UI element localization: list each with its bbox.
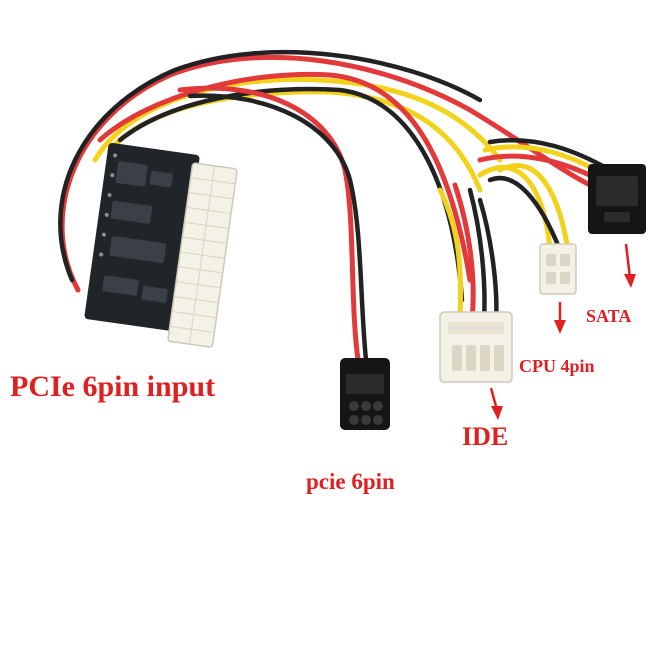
sata-connector xyxy=(588,164,646,234)
wire-harness xyxy=(58,49,613,363)
label-ide-connector: IDE xyxy=(462,422,509,451)
wire-red-mid xyxy=(97,71,473,283)
cpu-arrow xyxy=(554,302,566,334)
wire-yellow-cpu xyxy=(477,165,553,253)
cpu-4pin-connector xyxy=(539,243,577,295)
wire-black-pcie xyxy=(187,93,369,363)
pcb-board xyxy=(84,142,238,348)
wire-red-sata xyxy=(477,153,603,183)
label-main-input: PCIe 6pin input xyxy=(10,370,216,403)
wire-black-ide xyxy=(467,187,487,323)
ide-arrow xyxy=(489,387,503,420)
wire-yellow-outer-1 xyxy=(92,76,503,163)
label-sata-connector: SATA xyxy=(586,306,632,326)
ide-molex-connector xyxy=(439,311,513,383)
wire-black-sata xyxy=(487,138,613,173)
label-cpu-connector: CPU 4pin xyxy=(519,356,595,376)
wire-yellow-cpu-2 xyxy=(497,163,571,253)
wire-red-ide xyxy=(452,182,476,323)
sata-arrow xyxy=(624,243,636,288)
pcie-6pin-connector xyxy=(340,358,390,430)
wire-black-cpu xyxy=(487,175,563,253)
wire-black-ide-2 xyxy=(477,197,499,323)
wire-black-outer xyxy=(58,49,483,283)
label-pcie-connector: pcie 6pin xyxy=(306,469,395,494)
annotation-arrows xyxy=(489,243,636,420)
wire-yellow-ide xyxy=(437,187,464,323)
